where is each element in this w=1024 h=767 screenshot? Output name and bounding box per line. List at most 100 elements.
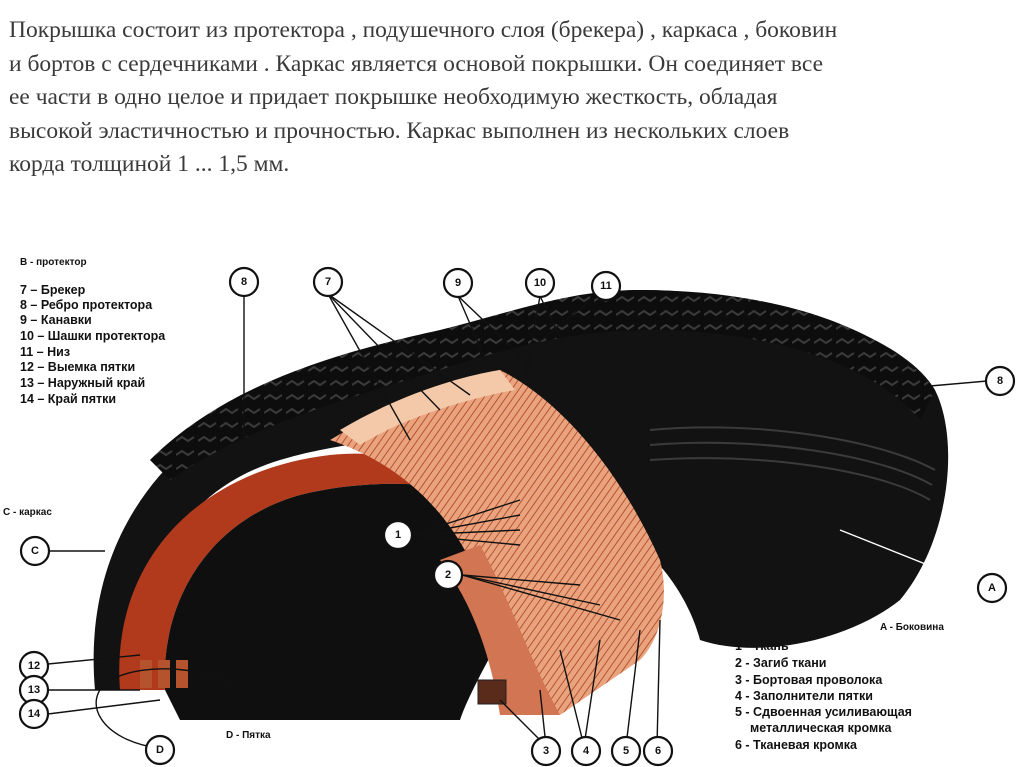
leader-14 (47, 699, 161, 715)
tire-illustration (93, 290, 949, 720)
legend-bottom-item: металлическая кромка (750, 721, 893, 735)
leader-6 (656, 619, 661, 747)
callout-14: 14 (18, 698, 50, 730)
sidewall-groove (649, 441, 933, 486)
callout-c: C (19, 535, 51, 567)
callout-2: 2 (432, 559, 464, 591)
legend-top-item: 12 – Выемка пятки (20, 360, 135, 374)
legend-top-item: 7 – Брекер (20, 283, 86, 297)
bead-left-1 (140, 660, 152, 688)
leader-7a (327, 293, 411, 441)
leader-5 (625, 629, 641, 747)
callout-4: 4 (570, 735, 602, 767)
leader-1c (411, 529, 521, 536)
inner-dark (164, 483, 528, 720)
intro-line: ее части в одно целое и придает покрышке… (9, 84, 778, 110)
sidewall-groove (649, 457, 931, 501)
leader-1d (411, 534, 521, 546)
leader-10b (539, 295, 591, 401)
callout-1: 1 (382, 519, 414, 551)
leader-7b (327, 293, 441, 411)
breaker-layer (340, 370, 515, 445)
leader-7c (327, 293, 471, 396)
tire-cross-section-diagram: B - протектор C - каркас A - Боковина D … (3, 257, 1016, 767)
intro-line: корда толщиной 1 ... 1,5 мм. (9, 151, 290, 177)
svg-text:C: C (31, 545, 39, 557)
callout-a: A (976, 572, 1008, 604)
callout-10: 10 (524, 267, 556, 299)
callout-7: 7 (312, 266, 344, 298)
svg-text:D: D (156, 744, 164, 756)
svg-text:2: 2 (445, 569, 451, 581)
sidewall-groove (649, 426, 936, 471)
tread-band (150, 290, 935, 480)
legend-bottom-item: 1 - Ткань (735, 639, 789, 653)
legend-bottom-item: 4 - Заполнители пятки (735, 689, 873, 703)
svg-text:8: 8 (997, 375, 1003, 387)
leader-lines (47, 287, 988, 749)
callout-6: 6 (642, 735, 674, 767)
leader-9b (457, 295, 549, 383)
cord-section-inner (440, 545, 560, 715)
svg-text:4: 4 (583, 745, 590, 757)
svg-text:14: 14 (28, 708, 41, 720)
svg-text:11: 11 (600, 280, 612, 292)
leader-10a (524, 295, 541, 381)
legend-top-item: 9 – Канавки (20, 313, 92, 327)
label-c-carcass: C - каркас (3, 507, 52, 518)
intro-line: высокой эластичностью и прочностью. Карк… (9, 117, 790, 144)
leader-4a (559, 649, 585, 747)
bead-left-2 (158, 660, 170, 688)
legend-top-item: 10 – Шашки протектора (20, 329, 166, 343)
legend-top-item: 14 – Край пятки (20, 392, 116, 406)
leader-12 (47, 654, 141, 665)
callout-13: 13 (18, 674, 50, 706)
callout-8a: 8 (228, 266, 260, 298)
legend-bottom: 1 - Ткань 2 - Загиб ткани 3 - Бортовая п… (735, 639, 912, 752)
svg-text:12: 12 (28, 660, 40, 672)
legend-bottom-item: 3 - Бортовая проволока (735, 673, 883, 687)
legend-bottom-item: 5 - Сдвоенная усиливающая (735, 705, 912, 719)
leader-2a (461, 574, 581, 586)
leader-1b (411, 514, 521, 536)
leader-1a (411, 499, 521, 536)
svg-text:6: 6 (655, 745, 661, 757)
label-d-heel: D - Пятка (226, 730, 271, 741)
leader-d (95, 668, 233, 749)
svg-text:8: 8 (241, 276, 247, 288)
svg-text:3: 3 (543, 745, 549, 757)
callout-8b: 8 (984, 365, 1016, 397)
bead-wire (477, 679, 507, 705)
callout-9: 9 (442, 267, 474, 299)
label-b-tread: B - протектор (20, 257, 87, 268)
svg-text:5: 5 (623, 745, 629, 757)
legend-bottom-item: 2 - Загиб ткани (735, 656, 827, 670)
leader-9a (457, 295, 491, 371)
intro-line: Покрышка состоит из протектора , подушеч… (9, 17, 838, 43)
leader-8b (929, 380, 988, 387)
leader-a (839, 529, 979, 586)
inner-liner (119, 453, 471, 690)
svg-text:7: 7 (325, 276, 331, 288)
leader-4b (583, 639, 601, 747)
legend-top: 7 – Брекер 8 – Ребро протектора 9 – Кана… (20, 283, 166, 406)
bead-left-3 (176, 660, 188, 688)
legend-bottom-item: 6 - Тканевая кромка (735, 738, 858, 752)
svg-text:10: 10 (534, 277, 546, 289)
callout-5: 5 (610, 735, 642, 767)
intro-line: и бортов с сердечниками . Каркас являетс… (9, 50, 824, 77)
legend-top-item: 13 – Наружный край (20, 376, 145, 390)
callout-3: 3 (530, 735, 562, 767)
callout-d: D (144, 734, 176, 766)
leader-2c (461, 574, 621, 621)
intro-text: Покрышка состоит из протектора , подушеч… (9, 14, 1017, 182)
label-a-sidewall: A - Боковина (880, 622, 944, 633)
legend-top-item: 11 – Низ (20, 345, 70, 359)
svg-text:A: A (988, 582, 996, 594)
svg-text:13: 13 (28, 684, 40, 696)
callout-11: 11 (590, 270, 622, 302)
svg-text:9: 9 (455, 277, 461, 289)
legend-top-item: 8 – Ребро протектора (20, 298, 153, 312)
svg-text:1: 1 (395, 529, 401, 541)
leader-2b (461, 574, 601, 606)
